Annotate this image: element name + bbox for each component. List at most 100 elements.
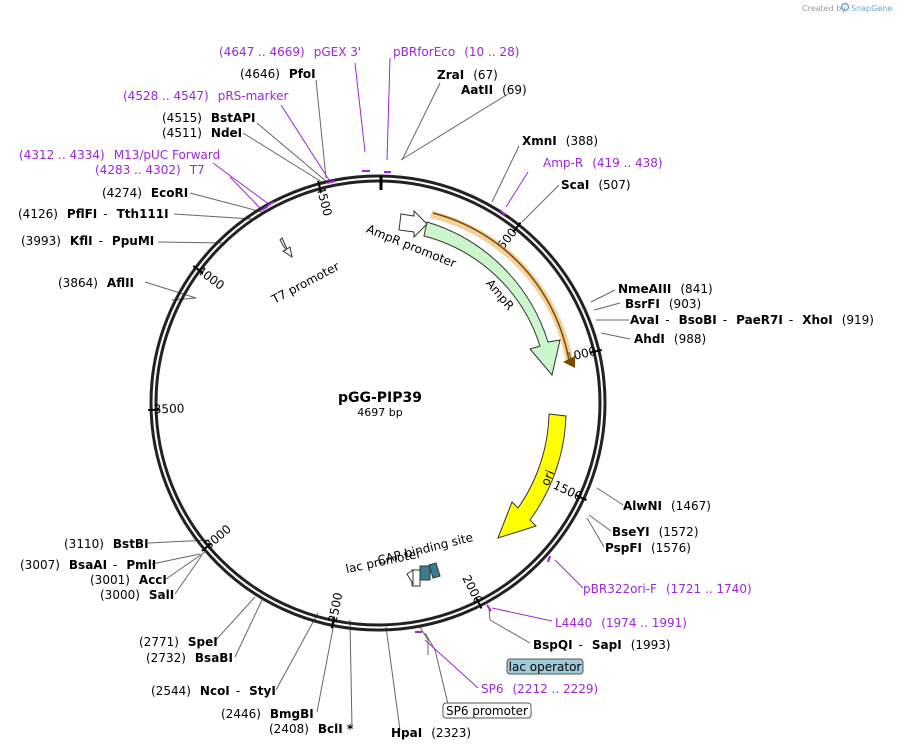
xmni-part-0: XmnI <box>522 134 557 148</box>
ampr-primer-part-0: Amp-R <box>543 156 583 170</box>
label-ncoi: (2544)NcoI-StyI <box>151 684 276 698</box>
ndei-part-0: (4511) <box>162 126 202 140</box>
bstbi-part-0: (3110) <box>64 537 104 551</box>
pflfi-part-0: (4126) <box>18 207 58 221</box>
avai-part-0: AvaI <box>630 313 659 327</box>
ori-arrow <box>497 413 567 539</box>
tick-label-4000: 4000 <box>194 263 227 292</box>
prsmarker-part-0: (4528 .. 4547) <box>123 89 209 103</box>
primer-labels: (4647 .. 4669)pGEX 3' pBRforEco(10 .. 28)… <box>19 45 752 696</box>
scai-part-1: (507) <box>598 178 630 192</box>
label-bsabi: (2732)BsaBI <box>146 651 233 665</box>
sp6-promoter-callout: SP6 promoter <box>442 702 532 719</box>
bspqi-part-1: - <box>579 638 583 652</box>
label-avai: AvaI-BsoBI-PaeR7I-XhoI(919) <box>630 313 874 327</box>
ahdi-part-1: (988) <box>674 332 706 346</box>
pbrforeco-part-1: (10 .. 28) <box>464 45 519 59</box>
label-pbrforeco: pBRforEco(10 .. 28) <box>393 45 519 59</box>
tick-mark-2500 <box>330 616 336 629</box>
primer-marks <box>261 170 551 633</box>
lac-features <box>406 562 441 587</box>
label-kfli: (3993)KflI-PpuMI <box>21 234 154 248</box>
pfoi-part-0: (4646) <box>240 67 280 81</box>
sp6-part-0: SP6 <box>481 682 504 696</box>
tick-mark-3000 <box>201 542 212 552</box>
tick-label-4500: 4500 <box>313 185 334 218</box>
avai-part-2: BsoBI <box>679 313 717 327</box>
ahdi-part-0: AhdI <box>634 332 665 346</box>
label-sali: (3000) SalI <box>100 588 174 602</box>
plasmid-length: 4697 bp <box>357 406 402 419</box>
label-aatii: AatII(69) <box>461 83 527 97</box>
ncoi-part-2: - <box>236 684 240 698</box>
label-ecori: (4274)EcoRI <box>102 186 188 200</box>
aatii-part-1: (69) <box>502 83 527 97</box>
tick-mark-2000 <box>475 597 483 609</box>
pspfi-part-0: PspFI <box>605 541 642 555</box>
label-sp6: SP6 (2212 .. 2229) <box>481 682 598 696</box>
label-aflii: (3864)AflII <box>58 276 134 290</box>
kfli-part-2: - <box>99 234 103 248</box>
bsaai-part-3: PmlI <box>126 558 156 572</box>
label-prsmarker: (4528 .. 4547) pRS-marker <box>123 89 288 103</box>
bseyi-part-0: BseYI <box>612 525 650 539</box>
label-bspqi: BspQI-SapI(1993) <box>533 638 671 652</box>
sp6-part-1: (2212 .. 2229) <box>513 682 599 696</box>
label-nmeaiii: NmeAIII (841) <box>618 282 713 296</box>
label-bstapi: (4515) BstAPI <box>162 111 255 125</box>
avai-part-4: PaeR7I <box>736 313 783 327</box>
bstbi-part-1: BstBI <box>113 537 149 551</box>
bsabi-part-0: (2732) <box>146 651 186 665</box>
alwni-part-0: AlwNI <box>623 499 662 513</box>
tick-label-3000: 3000 <box>202 522 234 552</box>
bseyi-part-1: (1572) <box>659 525 699 539</box>
label-bcli: (2408)BclI * <box>269 722 354 736</box>
label-leader-lines <box>144 57 631 731</box>
watermark-prefix: Created by <box>802 4 846 13</box>
l4440-part-0: L4440 <box>555 616 592 630</box>
bmgbi-part-1: BmgBI <box>270 707 314 721</box>
ampr-orf-arc <box>430 211 575 368</box>
label-l4440: L4440(1974 .. 1991) <box>555 616 687 630</box>
tick-mark-4500 <box>317 180 323 193</box>
ndei-part-1: NdeI <box>211 126 242 140</box>
zrai-part-0: ZraI <box>437 68 464 82</box>
lac-promoter-arrow <box>428 562 441 579</box>
label-bstbi: (3110) BstBI <box>64 537 149 551</box>
tick-mark-500 <box>512 221 522 233</box>
label-ndei: (4511) NdeI <box>162 126 242 140</box>
kfli-part-3: PpuMI <box>112 234 154 248</box>
pbr322ori-part-1: (1721 .. 1740) <box>666 582 752 596</box>
label-pbr322ori: pBR322ori-F(1721 .. 1740) <box>583 582 752 596</box>
label-pspfi: PspFI(1576) <box>605 541 691 555</box>
label-ampr-primer: Amp-R (419 .. 438) <box>543 156 663 170</box>
avai-part-3: - <box>723 313 727 327</box>
label-m13puc: (4312 .. 4334)M13/pUC Forward <box>19 148 220 162</box>
bsrfi-part-1: (903) <box>669 297 701 311</box>
sali-part-0: (3000) <box>100 588 140 602</box>
label-bmgbi: (2446)BmgBI <box>221 707 314 721</box>
sali-part-1: SalI <box>149 588 174 602</box>
t7-part-0: (4283 .. 4302) <box>95 163 181 177</box>
m13puc-part-0: (4312 .. 4334) <box>19 148 105 162</box>
spei-part-0: (2771) <box>139 635 179 649</box>
nmeaiii-part-0: NmeAIII <box>618 282 671 296</box>
nmeaiii-part-1: (841) <box>680 282 712 296</box>
avai-part-7: (919) <box>842 313 874 327</box>
avai-part-1: - <box>665 313 669 327</box>
avai-part-6: XhoI <box>802 313 833 327</box>
plasmid-backbone <box>149 174 607 632</box>
bsaai-part-0: (3007) <box>20 558 60 572</box>
pflfi-part-1: PflFI <box>67 207 97 221</box>
bstapi-part-0: (4515) <box>162 111 202 125</box>
ampr-primer-part-1: (419 .. 438) <box>592 156 662 170</box>
label-pgex3: (4647 .. 4669)pGEX 3' <box>219 45 361 59</box>
zrai-part-1: (67) <box>473 68 498 82</box>
bstapi-part-1: BstAPI <box>211 111 256 125</box>
scai-part-0: ScaI <box>561 178 589 192</box>
tick-label-1500: 1500 <box>551 478 585 504</box>
tick-mark-4000 <box>192 265 204 274</box>
prsmarker-part-1: pRS-marker <box>218 89 289 103</box>
label-hpai: HpaI(2323) <box>391 726 471 740</box>
